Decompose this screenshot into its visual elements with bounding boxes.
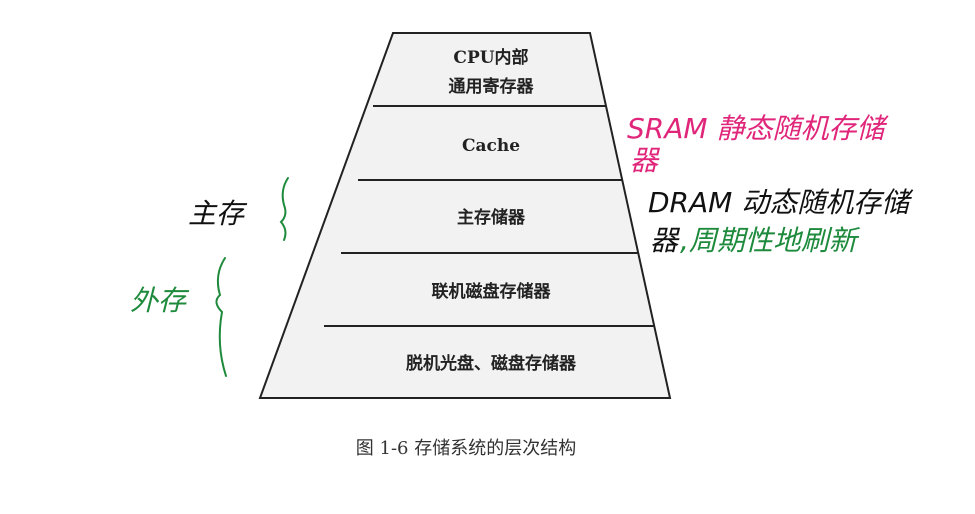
level-registers-line2: 通用寄存器 bbox=[449, 76, 535, 97]
annotation-external-memory: 外存 bbox=[130, 284, 190, 317]
external-memory-bracket bbox=[215, 257, 227, 377]
annotation-dram-line2b: ,周期性地刷新 bbox=[680, 224, 861, 257]
pyramid-outline bbox=[258, 32, 672, 399]
main-memory-bracket bbox=[279, 177, 289, 241]
level-offline-storage: 脱机光盘、磁盘存储器 bbox=[406, 353, 577, 374]
level-main-memory: 主存储器 bbox=[457, 207, 526, 228]
annotation-sram-line1: SRAM 静态随机存储 bbox=[627, 112, 889, 145]
annotation-main-memory: 主存 bbox=[188, 197, 248, 230]
annotation-dram-line1: DRAM 动态随机存储 bbox=[648, 186, 914, 219]
figure-caption: 图 1-6 存储系统的层次结构 bbox=[356, 438, 576, 459]
level-registers-line1: CPU内部 bbox=[453, 47, 528, 68]
level-online-disk: 联机磁盘存储器 bbox=[432, 281, 552, 302]
pyramid bbox=[258, 32, 672, 399]
annotation-dram-line2a: 器 bbox=[650, 224, 681, 257]
annotation-sram-line2: 器 bbox=[630, 144, 661, 177]
level-cache: Cache bbox=[462, 136, 520, 156]
